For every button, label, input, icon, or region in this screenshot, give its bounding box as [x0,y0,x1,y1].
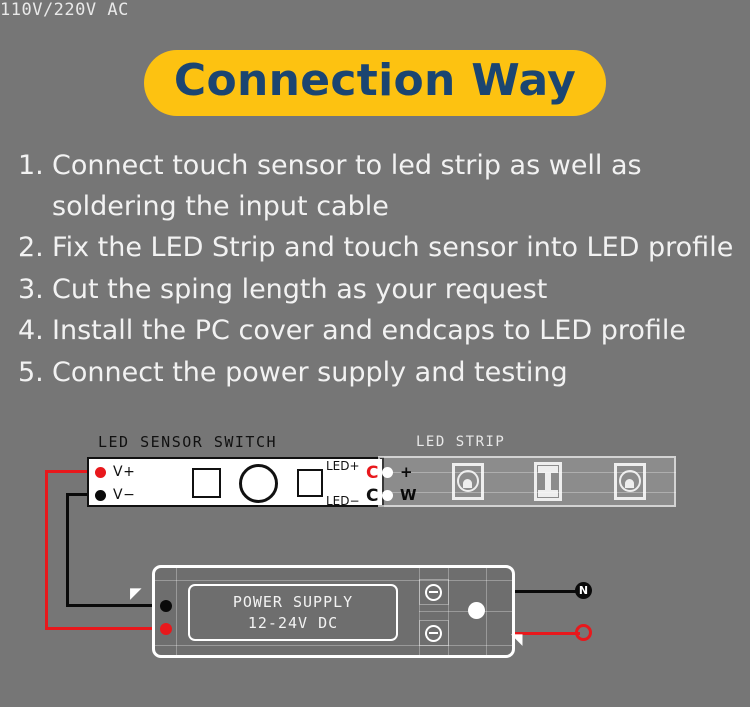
terminal-vminus-label: V− [113,487,136,503]
screw-slot-icon [429,632,438,634]
resistor-part [538,490,558,497]
output-led-plus-label: LED+ [326,459,360,473]
list-item: 3. Cut the sping length as your request [18,270,748,311]
touch-circle-icon [239,464,278,503]
terminal-vplus-dot [95,467,106,478]
psu-seam [155,580,512,581]
ac-live-terminal [575,624,592,641]
psu-terminal-slot [419,579,449,605]
instruction-list: 1. Connect touch sensor to led strip as … [18,146,748,394]
resistor-part [545,473,551,490]
sensor-switch-label: LED SENSOR SWITCH [98,433,278,451]
step-text: Cut the sping length as your request [52,273,548,305]
power-supply-nameplate: POWER SUPPLY 12-24V DC [188,584,398,641]
step-text: Connect touch sensor to led strip as wel… [52,150,642,222]
led-dome-icon [625,479,634,488]
psu-line-1: POWER SUPPLY [232,593,354,612]
led-strip-trace [378,472,676,473]
terminal-vplus-label: V+ [113,464,136,480]
wire-positive-segment [45,470,97,473]
strip-pad-white-label: W [400,486,417,504]
output-led-minus-label: LED− [326,494,360,508]
cable-clip-icon: ◥ [511,630,523,648]
psu-dc-positive-dot [160,623,172,635]
psu-seam [176,568,177,655]
led-package-icon [452,463,484,500]
led-strip-label: LED STRIP [416,434,506,450]
step-text: Install the PC cover and endcaps to LED … [52,315,686,346]
power-supply-body [152,565,515,658]
step-number: 3. [18,273,44,305]
resistor-part [538,466,558,473]
wire-positive-segment [45,627,167,630]
psu-seam [486,568,487,655]
step-number: 4. [18,315,44,346]
sensor-switch-body [87,457,384,507]
wire-negative-segment [66,604,167,607]
psu-line-2: 12-24V DC [247,613,339,632]
strip-pad-positive-label: + [400,463,413,481]
led-dome-icon [463,479,472,488]
ac-voltage-label: 110V/220V AC [0,0,129,20]
psu-status-led [468,602,485,619]
step-number: 1. [18,150,44,181]
led-lens-icon [457,470,479,492]
sensor-square-icon [192,468,221,498]
psu-dc-negative-dot [160,600,172,612]
list-item: 1. Connect touch sensor to led strip as … [18,146,748,227]
connector-clip-negative-icon: C [366,486,379,506]
page-title: Connection Way [143,50,607,117]
screw-slot-icon [429,591,438,593]
wire-negative-segment [66,493,98,496]
list-item: 4. Install the PC cover and endcaps to L… [18,311,748,352]
led-package-icon [614,463,646,500]
step-text: Fix the LED Strip and touch sensor into … [52,232,734,263]
ac-neutral-terminal: N [575,582,592,599]
psu-seam [419,568,420,655]
resistor-package-icon [534,462,562,501]
connector-clip-positive-icon: C [366,463,379,483]
terminal-vminus-dot [95,490,106,501]
psu-terminal-slot [419,620,449,646]
step-number: 5. [18,356,44,388]
led-strip-trace [378,492,676,493]
step-text: Connect the power supply and testing [52,356,568,388]
cable-clip-icon: ◤ [130,584,142,602]
title-container: Connection Way [0,50,750,117]
list-item: 5. Connect the power supply and testing [18,353,748,394]
wire-negative-segment [66,493,69,607]
psu-seam [419,611,512,612]
strip-pad-positive [382,467,393,478]
led-lens-icon [619,470,641,492]
list-item: 2. Fix the LED Strip and touch sensor in… [18,228,748,269]
sensor-square-icon [297,469,323,497]
psu-seam [448,568,449,655]
step-number: 2. [18,232,44,263]
psu-seam [155,645,512,646]
strip-pad-white [382,490,393,501]
wire-positive-segment [45,470,48,630]
